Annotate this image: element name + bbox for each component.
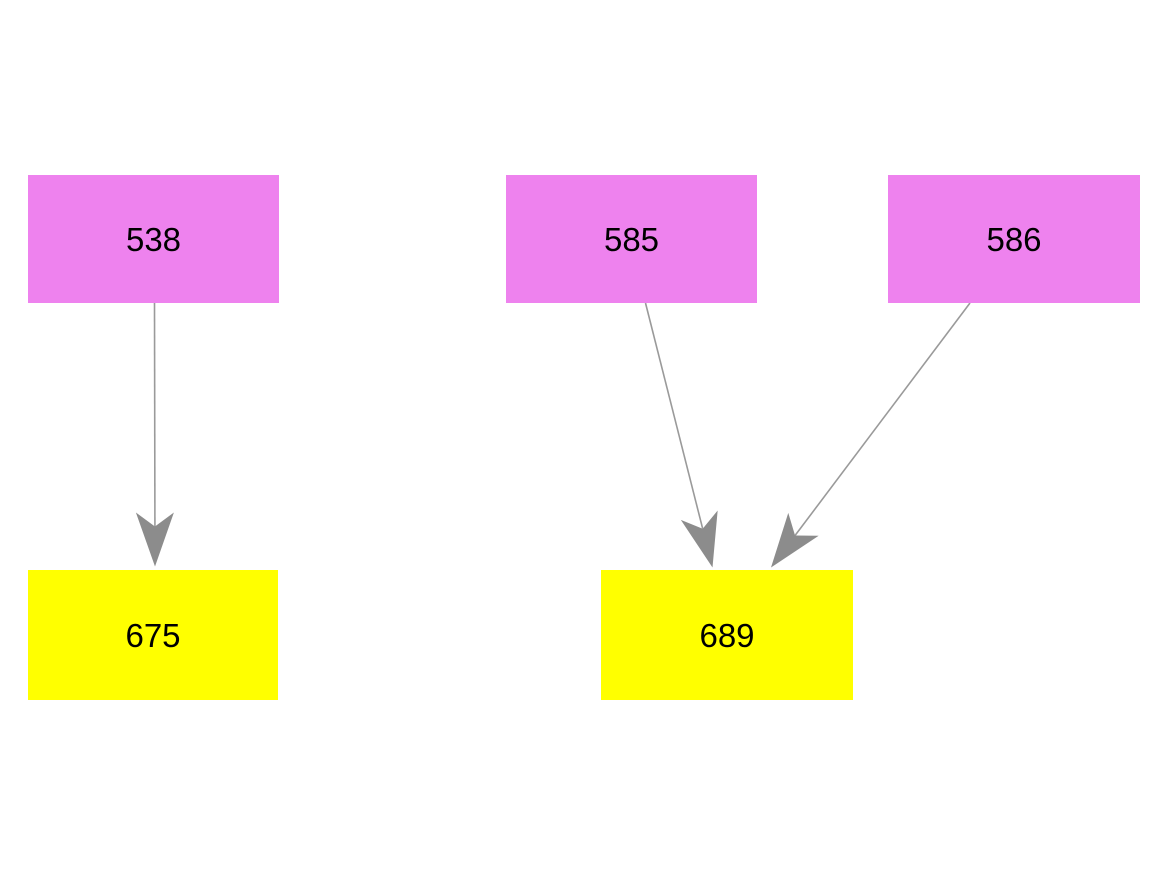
graph-node-538: 538 <box>28 175 279 303</box>
edge-arrowhead <box>135 512 174 567</box>
edge-586-to-689 <box>771 302 971 568</box>
node-label: 689 <box>699 616 755 654</box>
graph-node-689: 689 <box>601 570 853 700</box>
edge-538-to-675 <box>135 302 174 567</box>
edge-585-to-689 <box>644 302 718 568</box>
graph-node-675: 675 <box>28 570 278 700</box>
node-label: 675 <box>125 616 181 654</box>
edge-line <box>644 302 704 529</box>
node-label: 585 <box>603 220 660 258</box>
node-label: 586 <box>986 220 1042 258</box>
edge-arrowhead <box>680 510 718 568</box>
edge-line <box>794 302 971 537</box>
graph-node-586: 586 <box>888 175 1140 303</box>
node-label: 538 <box>125 220 182 258</box>
graph-node-585: 585 <box>506 175 757 303</box>
edge-arrowhead <box>771 512 819 568</box>
